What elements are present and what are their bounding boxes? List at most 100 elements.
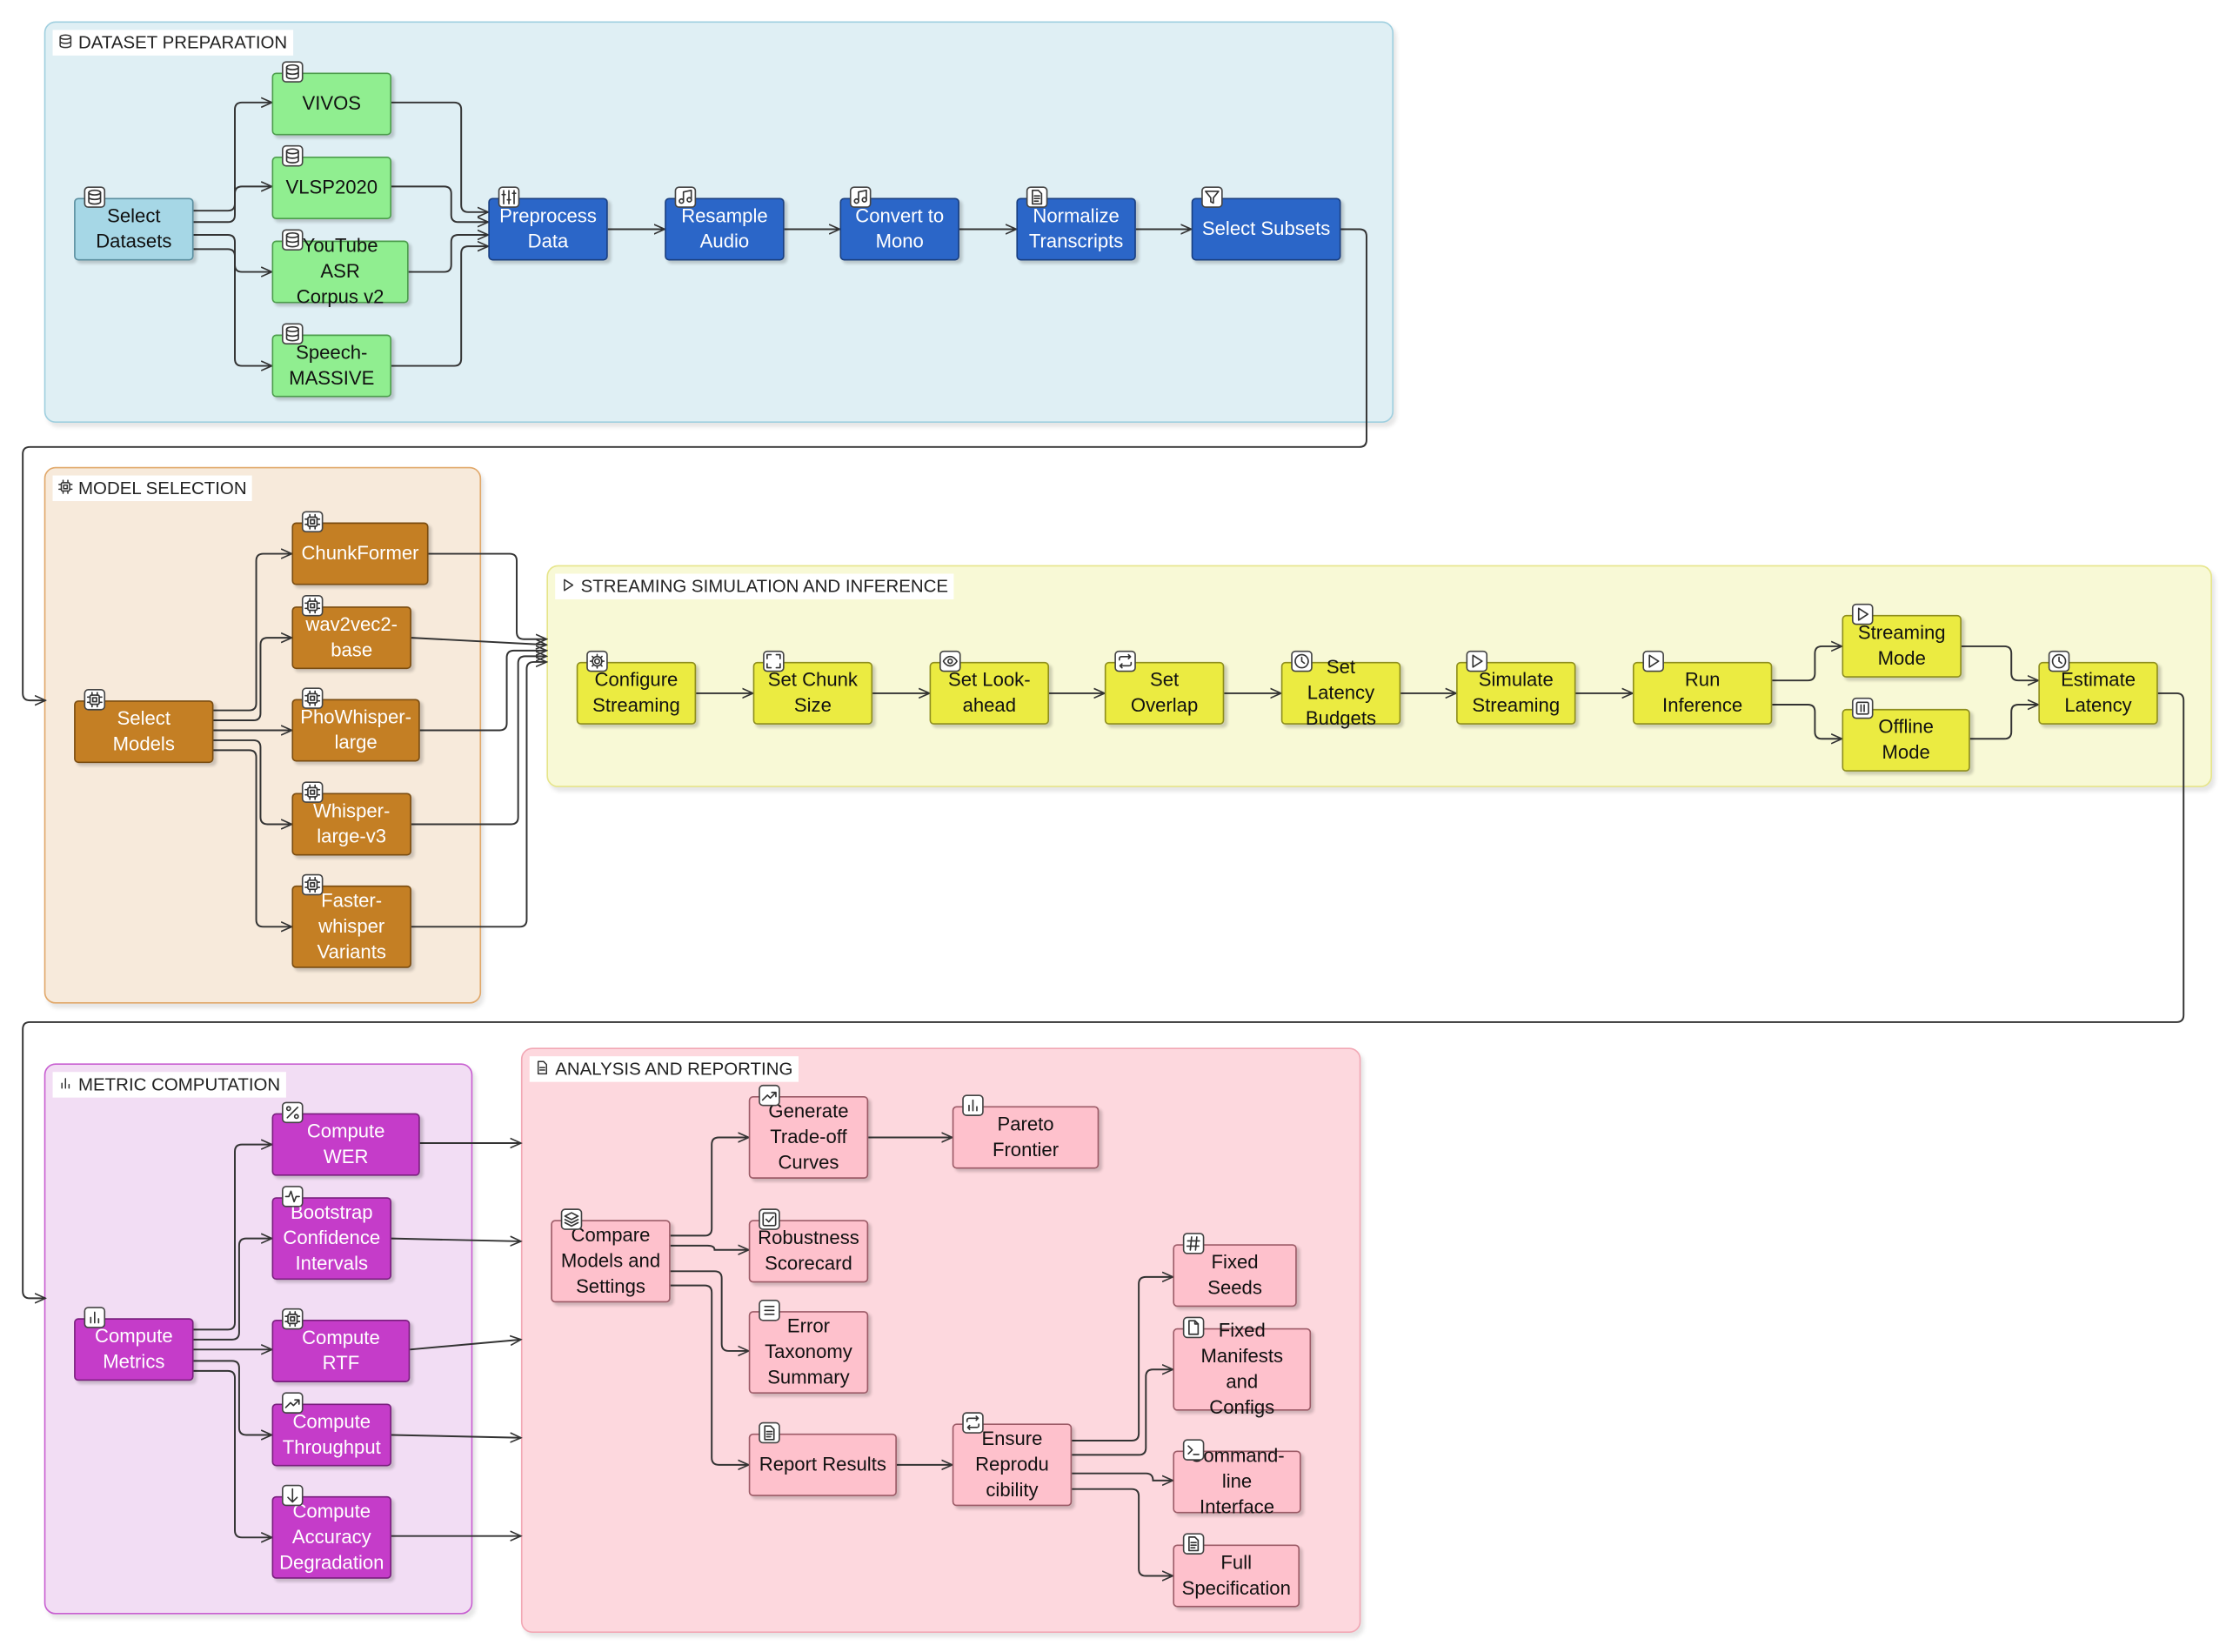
edge-vivos-pre — [391, 101, 488, 212]
chunkformer-node[interactable]: ChunkFormer — [291, 511, 429, 585]
edge-stream-est — [1961, 645, 2038, 680]
database-icon — [282, 61, 304, 83]
file-text-icon — [1182, 1533, 1205, 1555]
group-title-dataset: DATASET PREPARATION — [78, 32, 288, 53]
edge-cmp-trade — [670, 1137, 749, 1237]
node-label: Compute RTF — [302, 1327, 380, 1374]
select-subsets-node[interactable]: Select Subsets — [1191, 186, 1341, 261]
pause-icon — [1851, 697, 1874, 719]
node-label: VLSP2020 — [285, 176, 378, 198]
database-icon — [84, 186, 106, 208]
edge-faster-cfg — [411, 662, 546, 928]
compute-wer-node[interactable]: Compute WER — [271, 1101, 420, 1176]
edge-wav-cfg — [411, 637, 546, 645]
edge-chunk-cfg — [428, 552, 547, 639]
edge-yt-pre — [408, 235, 489, 273]
group-title-analysis: ANALYSIS AND REPORTING — [555, 1059, 793, 1080]
node-label: Select Subsets — [1201, 217, 1331, 239]
node-label: ChunkFormer — [301, 542, 419, 565]
edge-cmp-err — [670, 1270, 749, 1351]
edge-sm-faster — [213, 749, 291, 926]
expand-icon — [763, 650, 785, 672]
group-title-stream: STREAMING SIMULATION AND INFERENCE — [580, 576, 949, 597]
vlsp2020-node[interactable]: VLSP2020 — [271, 144, 392, 220]
edge-rtf-an — [410, 1340, 521, 1351]
music-note-icon — [849, 186, 872, 208]
chip-icon — [282, 1308, 304, 1330]
report-results-node[interactable]: Report Results — [748, 1421, 897, 1496]
gear-icon — [586, 650, 608, 672]
node-label: Offline Mode — [1878, 716, 1934, 764]
offline-mode-node[interactable]: Offline Mode — [1842, 697, 1970, 772]
edge-repro-spec — [1072, 1488, 1173, 1576]
layers-icon — [560, 1208, 583, 1230]
phowhisper-large-node[interactable]: PhoWhisper-large — [291, 687, 420, 762]
wav2vec2-base-node[interactable]: wav2vec2-base — [291, 595, 411, 670]
database-icon — [282, 229, 304, 251]
edge-sd-youtube — [193, 234, 272, 272]
pareto-frontier-node[interactable]: Pareto Frontier — [952, 1094, 1100, 1169]
hash-icon — [1182, 1233, 1205, 1254]
select-models-node[interactable]: Select Models — [74, 689, 214, 764]
edge-thr-an — [391, 1435, 521, 1437]
set-overlap-node[interactable]: Set Overlap — [1104, 650, 1225, 725]
run-inference-node[interactable]: Run Inference — [1632, 650, 1773, 725]
activity-icon — [282, 1186, 304, 1207]
set-lookahead-node[interactable]: Set Look-ahead — [929, 650, 1050, 725]
compute-rtf-node[interactable]: Compute RTF — [271, 1308, 411, 1382]
edge-repro-seeds — [1072, 1277, 1173, 1442]
fixed-seeds-node[interactable]: Fixed Seeds — [1173, 1233, 1297, 1308]
edge-sub-models — [22, 228, 1367, 700]
edge-sm-whisper — [213, 739, 291, 825]
chip-icon — [301, 687, 324, 709]
edge-offline-est — [1969, 705, 2039, 740]
node-label: Set Overlap — [1130, 669, 1199, 717]
chip-icon — [301, 595, 324, 617]
eye-icon — [939, 650, 961, 672]
edge-est-metrics — [22, 692, 2185, 1298]
vivos-node[interactable]: VIVOS — [271, 61, 392, 136]
command-line-interface-node[interactable]: Command-line Interface — [1173, 1439, 1301, 1517]
node-label: Fixed Seeds — [1207, 1251, 1262, 1299]
chip-icon — [58, 478, 73, 498]
node-label: Set Look-ahead — [947, 669, 1031, 717]
play-icon — [1466, 650, 1488, 672]
speech-massive-node[interactable]: Speech-MASSIVE — [271, 323, 392, 398]
repeat-icon — [962, 1412, 984, 1434]
whisper-large-v3-node[interactable]: Whisper-large-v3 — [291, 781, 411, 856]
node-label: Pareto Frontier — [992, 1113, 1060, 1160]
